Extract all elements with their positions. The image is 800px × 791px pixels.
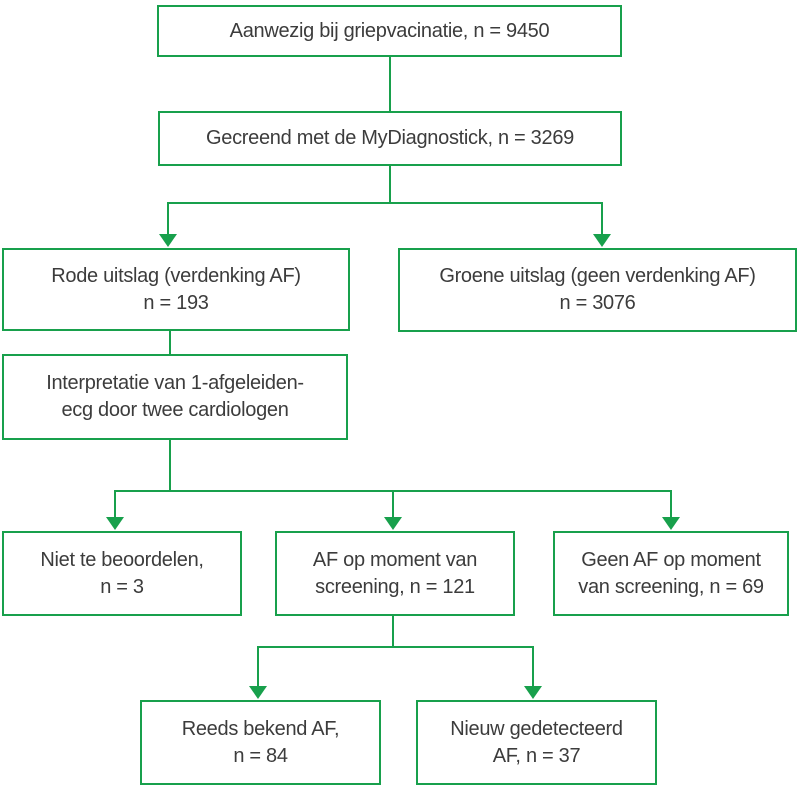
node-text: Reeds bekend AF, xyxy=(181,717,340,740)
node-text: van screening, n = 69 xyxy=(578,575,764,598)
connector-af-branch xyxy=(257,616,534,687)
node-text: Gecreend met de MyDiagnostick, n = 3269 xyxy=(206,127,574,149)
flow-node-known-af: Reeds bekend AF, n = 84 xyxy=(140,700,381,785)
node-text: Rode uitslag (verdenking AF) xyxy=(51,264,301,287)
node-text: Interpretatie van 1-afgeleiden- xyxy=(46,372,304,394)
node-text: n = 193 xyxy=(143,291,209,314)
node-text: Geen AF op moment xyxy=(581,548,761,571)
connector-screened-branch xyxy=(167,166,603,235)
node-text: Niet te beoordelen, xyxy=(40,548,204,571)
flow-node-ecg-interpretation: Interpretatie van 1-afgeleiden- ecg door… xyxy=(2,354,348,440)
flow-node-attended-vaccination: Aanwezig bij griepvacinatie, n = 9450 xyxy=(157,5,622,57)
arrow-down-icon xyxy=(106,517,124,530)
arrow-down-icon xyxy=(384,517,402,530)
node-text: Groene uitslag (geen verdenking AF) xyxy=(439,265,756,287)
node-text: n = 3076 xyxy=(559,292,636,314)
arrow-down-icon xyxy=(524,686,542,699)
flow-node-not-assessable: Niet te beoordelen, n = 3 xyxy=(2,531,242,616)
node-text: AF, n = 37 xyxy=(492,744,581,767)
node-text: Nieuw gedetecteerd xyxy=(450,717,623,740)
node-text: n = 3 xyxy=(100,575,144,598)
flow-node-no-af-at-screening: Geen AF op moment van screening, n = 69 xyxy=(553,531,789,616)
node-text: AF op moment van xyxy=(312,548,478,571)
flow-node-green-result: Groene uitslag (geen verdenking AF) n = … xyxy=(398,248,797,332)
node-text: n = 84 xyxy=(233,744,288,767)
node-text: ecg door twee cardiologen xyxy=(61,399,289,421)
arrow-down-icon xyxy=(159,234,177,247)
arrow-down-icon xyxy=(593,234,611,247)
connector-interpretation-branch xyxy=(114,440,672,518)
node-text: Aanwezig bij griepvacinatie, n = 9450 xyxy=(229,19,550,42)
arrow-down-icon xyxy=(662,517,680,530)
flow-node-newly-detected-af: Nieuw gedetecteerd AF, n = 37 xyxy=(416,700,657,785)
flow-node-af-at-screening: AF op moment van screening, n = 121 xyxy=(275,531,515,616)
flow-node-screened-mydiagnostick: Gecreend met de MyDiagnostick, n = 3269 xyxy=(158,111,622,166)
node-text: screening, n = 121 xyxy=(315,575,475,598)
arrow-down-icon xyxy=(249,686,267,699)
flow-node-red-result: Rode uitslag (verdenking AF) n = 193 xyxy=(2,248,350,331)
